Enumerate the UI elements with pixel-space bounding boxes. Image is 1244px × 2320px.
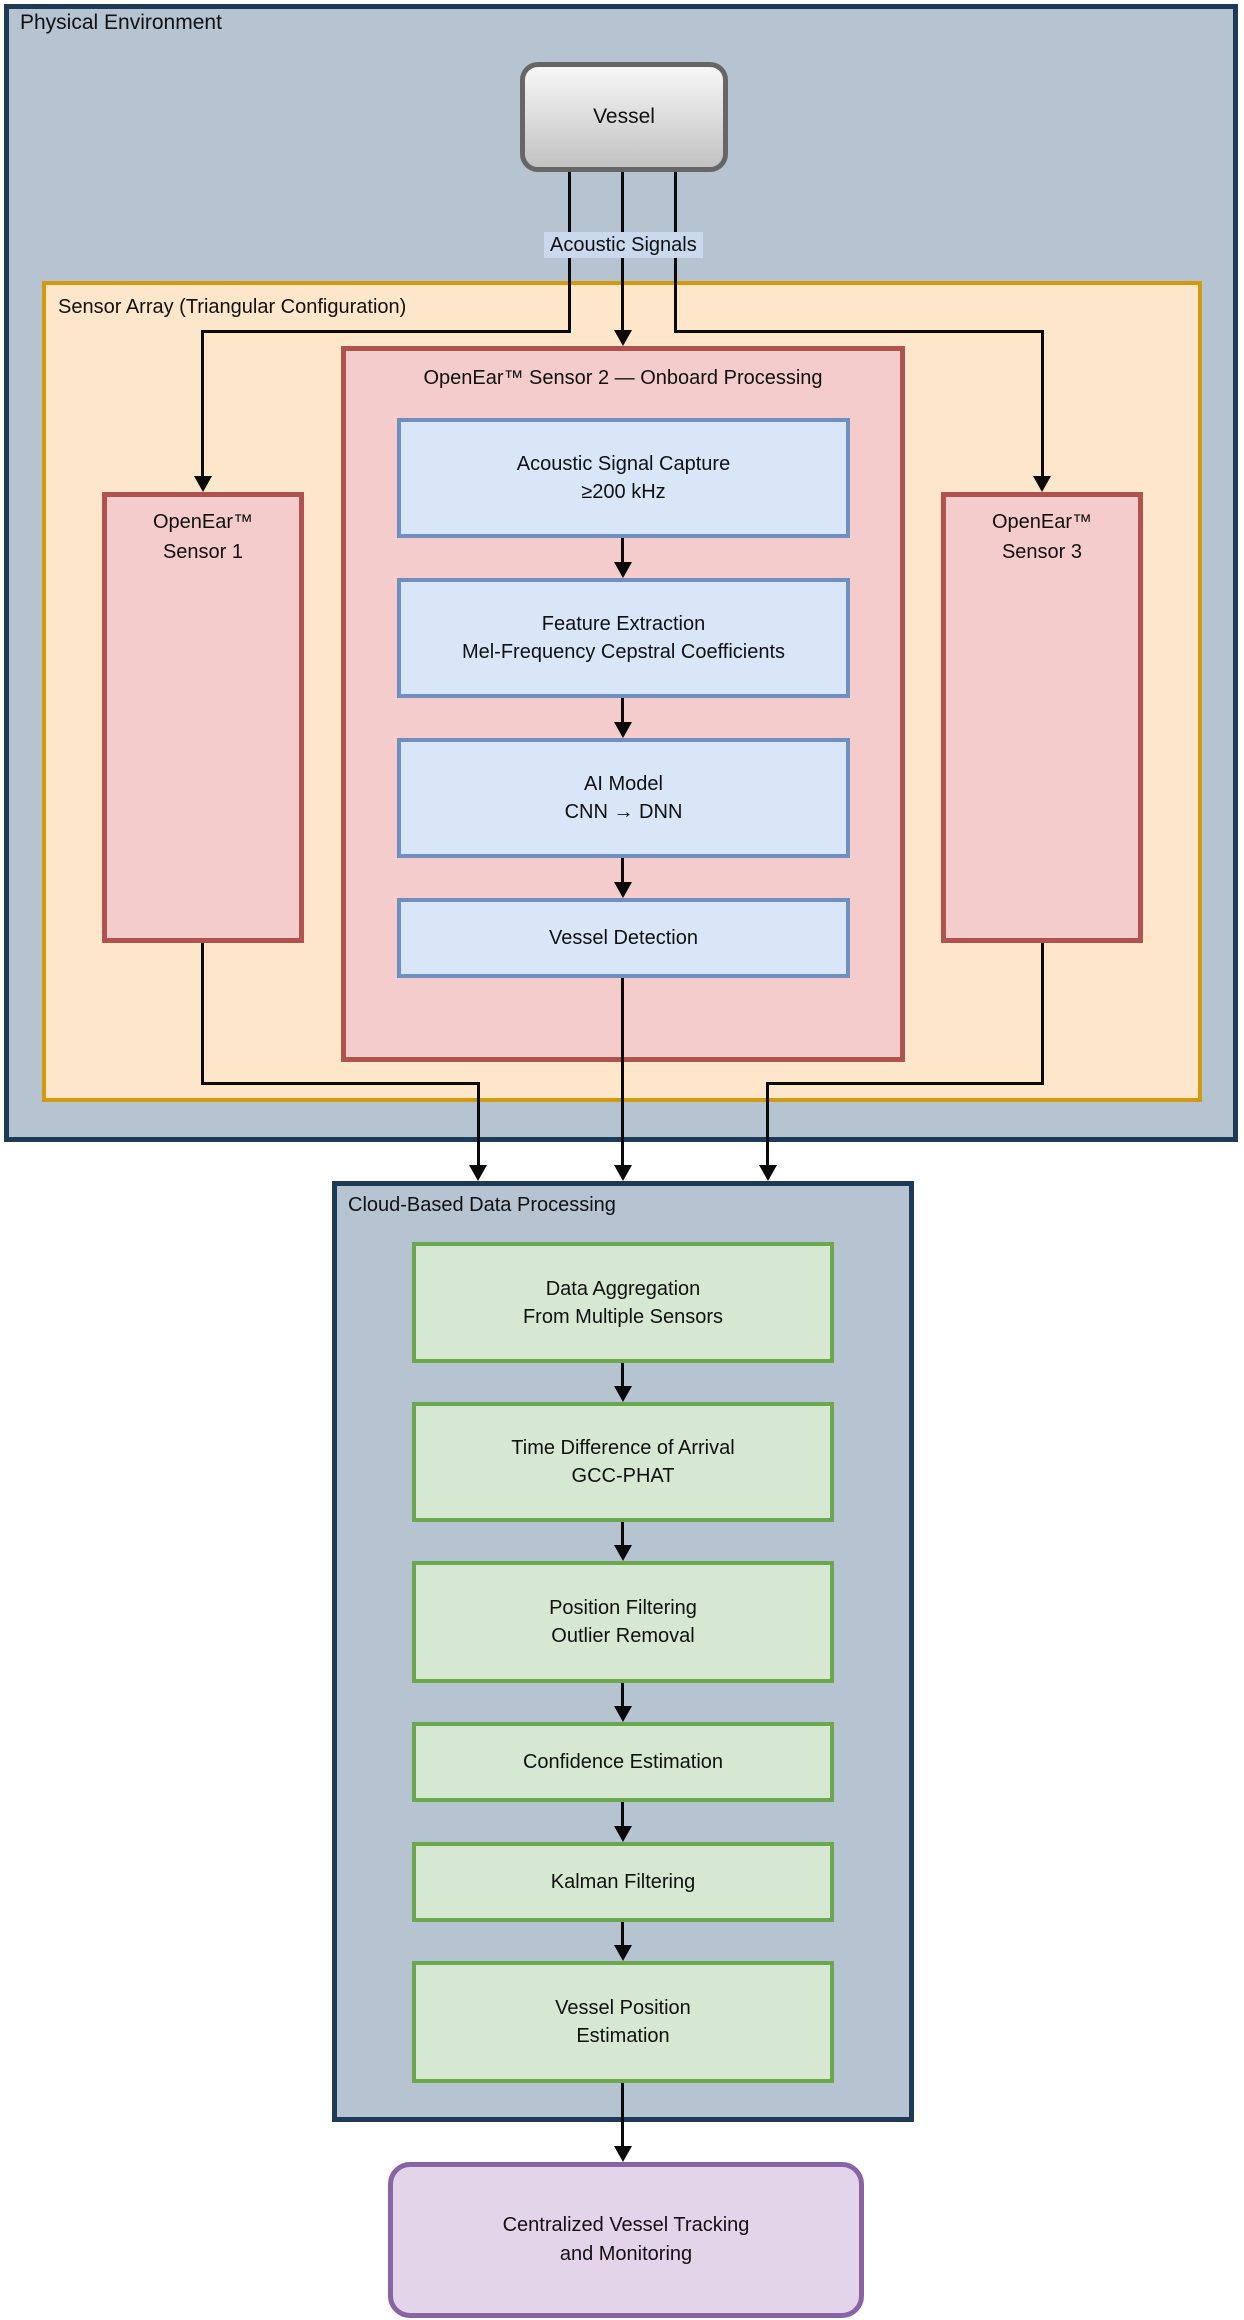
step-label-line1: Position Filtering bbox=[549, 1597, 697, 1619]
connector bbox=[201, 1082, 480, 1085]
step-data-aggregation: Data Aggregation From Multiple Sensors bbox=[412, 1242, 834, 1363]
sensor3-label-line2: Sensor 3 bbox=[1001, 541, 1083, 563]
step-label-line2: ≥200 kHz bbox=[581, 481, 666, 503]
step-vessel-position-estimation: Vessel Position Estimation bbox=[412, 1961, 834, 2083]
vessel-label: Vessel bbox=[593, 105, 655, 128]
sensor1-label-line2: Sensor 1 bbox=[162, 541, 244, 563]
sensor1-node: OpenEar™ Sensor 1 bbox=[102, 492, 304, 943]
arrowhead bbox=[614, 1386, 632, 1402]
vessel-node: Vessel bbox=[520, 62, 728, 172]
arrowhead bbox=[614, 1826, 632, 1842]
arrowhead bbox=[614, 1706, 632, 1722]
arrowhead bbox=[759, 1165, 777, 1181]
connector bbox=[201, 943, 204, 1084]
step-label-line2: From Multiple Sensors bbox=[522, 1305, 724, 1328]
step-label-line1: Kalman Filtering bbox=[550, 1871, 696, 1893]
step-kalman-filtering: Kalman Filtering bbox=[412, 1842, 834, 1922]
acoustic-signals-label: Acoustic Signals bbox=[544, 232, 703, 258]
step-feature-extraction: Feature Extraction Mel-Frequency Cepstra… bbox=[397, 578, 850, 698]
step-label-line1: Data Aggregation bbox=[545, 1277, 701, 1300]
connector bbox=[621, 858, 624, 884]
connector bbox=[621, 538, 624, 564]
step-label-line2: GCC-PHAT bbox=[571, 1465, 675, 1487]
arrowhead bbox=[614, 2146, 632, 2162]
sensor1-label-line1: OpenEar™ bbox=[152, 511, 254, 533]
connector bbox=[477, 1082, 480, 1167]
step-confidence-estimation: Confidence Estimation bbox=[412, 1722, 834, 1802]
sensor-array-title: Sensor Array (Triangular Configuration) bbox=[58, 296, 407, 318]
arrowhead bbox=[614, 1545, 632, 1561]
centralized-tracking-node: Centralized Vessel Tracking and Monitori… bbox=[388, 2162, 864, 2318]
connector bbox=[201, 330, 204, 476]
connector bbox=[621, 1683, 624, 1709]
step-tdoa: Time Difference of Arrival GCC-PHAT bbox=[412, 1402, 834, 1522]
step-vessel-detection: Vessel Detection bbox=[397, 898, 850, 978]
connector bbox=[621, 1922, 624, 1948]
connector bbox=[621, 978, 624, 1167]
step-label-line1: Confidence Estimation bbox=[522, 1751, 724, 1773]
connector bbox=[621, 1522, 624, 1548]
cloud-title: Cloud-Based Data Processing bbox=[348, 1194, 616, 1216]
connector bbox=[1041, 943, 1044, 1084]
connector bbox=[766, 1082, 769, 1167]
connector bbox=[202, 330, 571, 333]
step-label-line1: Feature Extraction bbox=[541, 613, 706, 635]
arrowhead bbox=[614, 330, 632, 346]
step-ai-model: AI Model CNN → DNN bbox=[397, 738, 850, 858]
connector bbox=[674, 330, 1044, 333]
step-acoustic-signal-capture: Acoustic Signal Capture ≥200 kHz bbox=[397, 418, 850, 538]
step-label-line1: Time Difference of Arrival bbox=[511, 1437, 735, 1459]
connector bbox=[621, 2083, 624, 2149]
sensor2-title: OpenEar™ Sensor 2 — Onboard Processing bbox=[423, 367, 823, 389]
connector bbox=[1041, 330, 1044, 476]
step-label-line1: Acoustic Signal Capture bbox=[516, 453, 731, 475]
arrowhead bbox=[469, 1165, 487, 1181]
step-position-filtering: Position Filtering Outlier Removal bbox=[412, 1561, 834, 1683]
step-label-line2: Outlier Removal bbox=[551, 1625, 695, 1647]
arrowhead bbox=[1033, 476, 1051, 492]
step-label-line2: CNN → DNN bbox=[564, 801, 683, 823]
arrowhead bbox=[614, 882, 632, 898]
arrowhead bbox=[194, 476, 212, 492]
connector bbox=[621, 1363, 624, 1389]
arrowhead bbox=[614, 722, 632, 738]
step-label-line1: Vessel Position bbox=[555, 1997, 691, 2019]
step-label-line1: AI Model bbox=[584, 773, 663, 795]
arrowhead bbox=[614, 1165, 632, 1181]
step-label-line2: Mel-Frequency Cepstral Coefficients bbox=[461, 641, 786, 663]
connector bbox=[621, 1802, 624, 1829]
step-label-line2: Estimation bbox=[576, 2025, 670, 2047]
arrowhead bbox=[614, 562, 632, 578]
sensor3-node: OpenEar™ Sensor 3 bbox=[941, 492, 1143, 943]
physical-environment-title: Physical Environment bbox=[20, 11, 222, 34]
sensor3-label-line1: OpenEar™ bbox=[991, 511, 1093, 533]
output-label-line1: Centralized Vessel Tracking bbox=[502, 2214, 750, 2236]
arrowhead bbox=[614, 1945, 632, 1961]
connector bbox=[621, 698, 624, 724]
step-label-line1: Vessel Detection bbox=[549, 927, 698, 949]
output-label-line2: and Monitoring bbox=[559, 2243, 693, 2265]
connector bbox=[766, 1082, 1044, 1085]
